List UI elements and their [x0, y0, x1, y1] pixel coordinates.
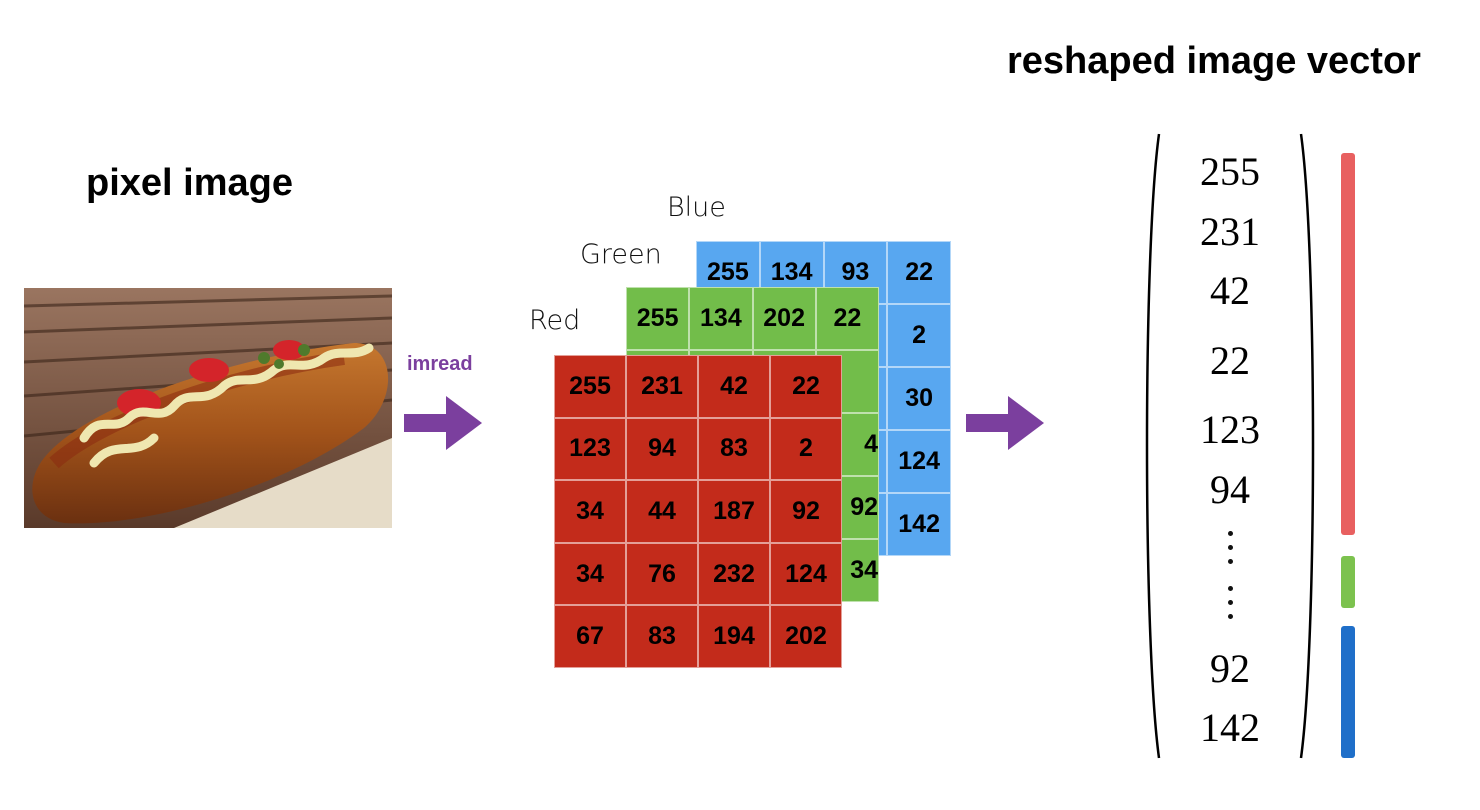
matrix-cell: 76 — [626, 542, 698, 606]
vector-value: 255 — [1200, 149, 1260, 194]
red-channel-label: Red — [529, 305, 581, 336]
matrix-cell: 194 — [698, 605, 770, 668]
red-channel-bar — [1341, 153, 1355, 535]
reshaped-vector-title: reshaped image vector — [1007, 40, 1421, 82]
matrix-cell: 30 — [887, 367, 951, 430]
matrix-cell: 34 — [554, 480, 626, 543]
matrix-cell: 2 — [887, 304, 951, 367]
vector-value: 142 — [1200, 705, 1260, 750]
matrix-cell: 93 — [823, 241, 888, 304]
matrix-cell: 83 — [626, 605, 698, 668]
vector-value: 94 — [1210, 467, 1250, 512]
matrix-cell: 22 — [887, 241, 951, 304]
matrix-cell: 255 — [554, 355, 626, 418]
imread-arrow-icon — [404, 396, 482, 450]
matrix-cell: 123 — [554, 417, 626, 481]
matrix-cell: 83 — [698, 417, 770, 481]
green-channel-label: Green — [580, 239, 662, 270]
matrix-cell: 22 — [770, 355, 842, 418]
matrix-cell: 124 — [770, 542, 842, 606]
matrix-cell: 34 — [554, 542, 626, 606]
matrix-cell: 142 — [887, 493, 951, 556]
matrix-cell: 232 — [698, 542, 770, 606]
vector-value: 123 — [1200, 407, 1260, 452]
matrix-cell: 202 — [752, 287, 816, 350]
pixel-image-title: pixel image — [86, 162, 293, 204]
vertical-ellipsis-icon — [1223, 531, 1237, 573]
matrix-cell: 44 — [626, 480, 698, 543]
matrix-cell: 134 — [689, 287, 753, 350]
matrix-cell: 42 — [698, 355, 770, 418]
vector-value: 22 — [1210, 338, 1250, 383]
hotdog-photo — [24, 288, 392, 528]
reshape-arrow-icon — [966, 396, 1044, 450]
imread-label: imread — [407, 353, 473, 375]
matrix-cell: 2 — [770, 417, 842, 481]
matrix-cell: 255 — [696, 241, 760, 304]
matrix-cell: 22 — [815, 287, 879, 350]
matrix-cell: 124 — [887, 430, 951, 493]
matrix-cell: 202 — [770, 605, 842, 668]
matrix-cell: 92 — [770, 480, 842, 543]
matrix-cell: 67 — [554, 605, 626, 668]
vertical-ellipsis-icon — [1223, 586, 1237, 628]
matrix-cell: 255 — [626, 287, 690, 350]
matrix-cell: 231 — [626, 355, 698, 418]
vector-value: 42 — [1210, 268, 1250, 313]
matrix-cell: 34 — [815, 539, 879, 602]
vector-value: 92 — [1210, 646, 1250, 691]
blue-channel-label: Blue — [667, 192, 726, 223]
blue-channel-bar — [1341, 626, 1355, 758]
green-channel-bar — [1341, 556, 1355, 608]
red-channel-matrix: 255 231 42 22 123 94 83 2 34 44 187 92 3… — [554, 355, 842, 668]
matrix-cell: 187 — [698, 480, 770, 543]
vector-parentheses-icon — [1145, 133, 1315, 759]
matrix-cell: 94 — [626, 417, 698, 481]
vector-value: 231 — [1200, 209, 1260, 254]
